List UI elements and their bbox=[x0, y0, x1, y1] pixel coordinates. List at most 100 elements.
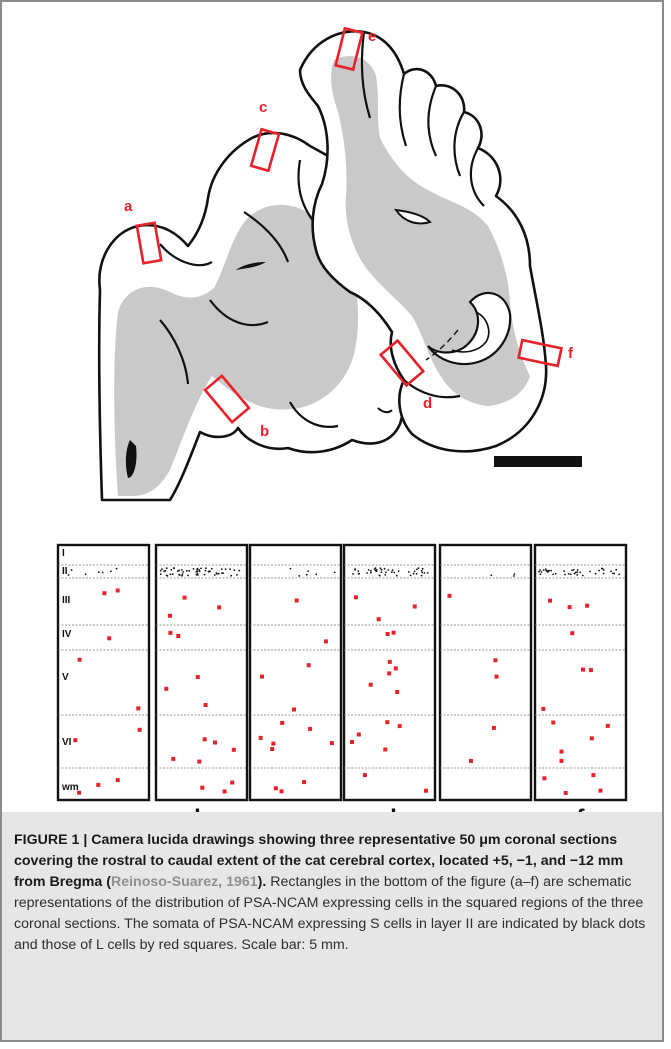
figure-drawing: a b c d e f IIIIIIIVVVIwmabcdef bbox=[56, 26, 628, 812]
s-cell-dot bbox=[552, 573, 554, 576]
sulcus bbox=[297, 159, 315, 223]
sampling-regions: a b c d e f bbox=[124, 26, 574, 440]
s-cell-dot bbox=[178, 573, 181, 576]
l-cell-square bbox=[176, 634, 181, 638]
s-cell-dot bbox=[221, 572, 223, 574]
s-cell-dot bbox=[204, 569, 207, 572]
s-cell-dot bbox=[383, 567, 386, 570]
layer-panels: IIIIIIIVVVIwmabcdef bbox=[56, 543, 628, 812]
s-cell-dot bbox=[196, 570, 199, 573]
s-cell-dot bbox=[307, 570, 309, 572]
s-cell-dot bbox=[423, 572, 426, 574]
l-cell-square bbox=[202, 737, 207, 742]
s-cell-dot bbox=[84, 573, 87, 576]
s-cell-dot bbox=[571, 569, 573, 572]
s-cell-dot bbox=[198, 569, 201, 571]
region-label-f: f bbox=[568, 345, 574, 362]
region-label-e: e bbox=[368, 28, 376, 45]
layer-panel-b: b bbox=[154, 543, 249, 812]
panel-label-d: d bbox=[382, 805, 397, 812]
l-cell-square bbox=[260, 674, 264, 679]
s-cell-dot bbox=[210, 567, 213, 570]
l-cell-square bbox=[294, 598, 299, 603]
s-cell-dot bbox=[513, 573, 516, 575]
layer-panel-e: e bbox=[438, 543, 533, 812]
panel-frame bbox=[248, 543, 343, 802]
s-cell-dot bbox=[380, 568, 383, 571]
s-cell-dot bbox=[181, 573, 184, 575]
s-cell-dot bbox=[188, 569, 191, 572]
l-cell-square bbox=[585, 603, 590, 608]
s-cell-dot bbox=[166, 575, 169, 577]
layer-label-wm: wm bbox=[61, 782, 79, 793]
s-cell-dot bbox=[602, 572, 605, 575]
s-cell-dot bbox=[420, 569, 423, 572]
l-cell-square bbox=[107, 636, 112, 641]
s-cell-dot bbox=[416, 568, 418, 571]
s-cell-dot bbox=[181, 574, 184, 577]
l-cell-square bbox=[494, 674, 499, 679]
caption-title-text: FIGURE 1 | Camera lucida drawings showin… bbox=[14, 832, 624, 890]
s-cell-dot bbox=[196, 567, 199, 570]
s-cell-dot bbox=[544, 568, 547, 571]
hippocampus bbox=[427, 292, 512, 366]
ventricle bbox=[377, 407, 393, 414]
l-cell-square bbox=[567, 605, 572, 610]
s-cell-dot bbox=[164, 569, 167, 572]
s-cell-dot bbox=[238, 569, 241, 572]
l-cell-square bbox=[491, 725, 496, 730]
s-cell-dot bbox=[229, 568, 231, 571]
citation-link[interactable]: Reinoso-Suarez, 1961 bbox=[110, 874, 258, 890]
l-cell-square bbox=[391, 630, 396, 635]
panel-label-e: e bbox=[479, 805, 492, 812]
s-cell-dot bbox=[236, 574, 238, 576]
l-cell-square bbox=[270, 747, 275, 751]
l-cell-square bbox=[231, 747, 236, 752]
l-cell-square bbox=[362, 773, 367, 778]
s-cell-dot bbox=[181, 569, 183, 571]
l-cell-square bbox=[605, 723, 610, 728]
s-cell-dot bbox=[165, 567, 168, 570]
s-cell-dot bbox=[618, 573, 621, 576]
s-cell-dot bbox=[573, 572, 576, 575]
l-cell-square bbox=[356, 732, 361, 737]
l-cell-square bbox=[385, 632, 390, 636]
s-cell-dot bbox=[233, 569, 236, 571]
s-cell-dot bbox=[542, 569, 545, 571]
s-cell-dot bbox=[546, 570, 549, 573]
s-cell-dot bbox=[172, 567, 175, 569]
l-cell-square bbox=[292, 707, 296, 712]
sulcus bbox=[427, 85, 438, 157]
s-cell-dot bbox=[370, 571, 372, 574]
panel-frame bbox=[533, 543, 628, 802]
s-cell-dot bbox=[169, 573, 172, 576]
s-cell-dot bbox=[67, 574, 70, 576]
sulcus bbox=[159, 243, 213, 267]
l-cell-square bbox=[115, 778, 120, 783]
s-cell-dot bbox=[220, 568, 223, 570]
s-cell-dot bbox=[581, 574, 584, 577]
l-cell-square bbox=[581, 667, 585, 672]
scale-bar bbox=[494, 456, 582, 467]
s-cell-dot bbox=[196, 573, 199, 575]
l-cell-square bbox=[217, 605, 222, 610]
s-cell-dot bbox=[374, 569, 377, 572]
l-cell-square bbox=[368, 682, 373, 687]
s-cell-dot bbox=[409, 574, 412, 577]
region-box-b bbox=[203, 374, 251, 424]
sulcus bbox=[243, 211, 290, 263]
l-cell-square bbox=[102, 591, 107, 596]
layer-label-V: V bbox=[62, 672, 69, 683]
coronal-section-caudal bbox=[298, 30, 548, 453]
region-label-a: a bbox=[124, 198, 133, 215]
s-cell-dot bbox=[198, 570, 201, 573]
l-cell-square bbox=[395, 690, 400, 694]
ventricle bbox=[393, 208, 432, 225]
s-cell-dot bbox=[391, 569, 394, 572]
s-cell-dot bbox=[379, 567, 382, 570]
s-cell-dot bbox=[413, 570, 416, 573]
l-cell-square bbox=[570, 631, 575, 636]
l-cell-square bbox=[376, 617, 381, 622]
l-cell-square bbox=[195, 675, 200, 679]
l-cell-square bbox=[598, 788, 603, 793]
